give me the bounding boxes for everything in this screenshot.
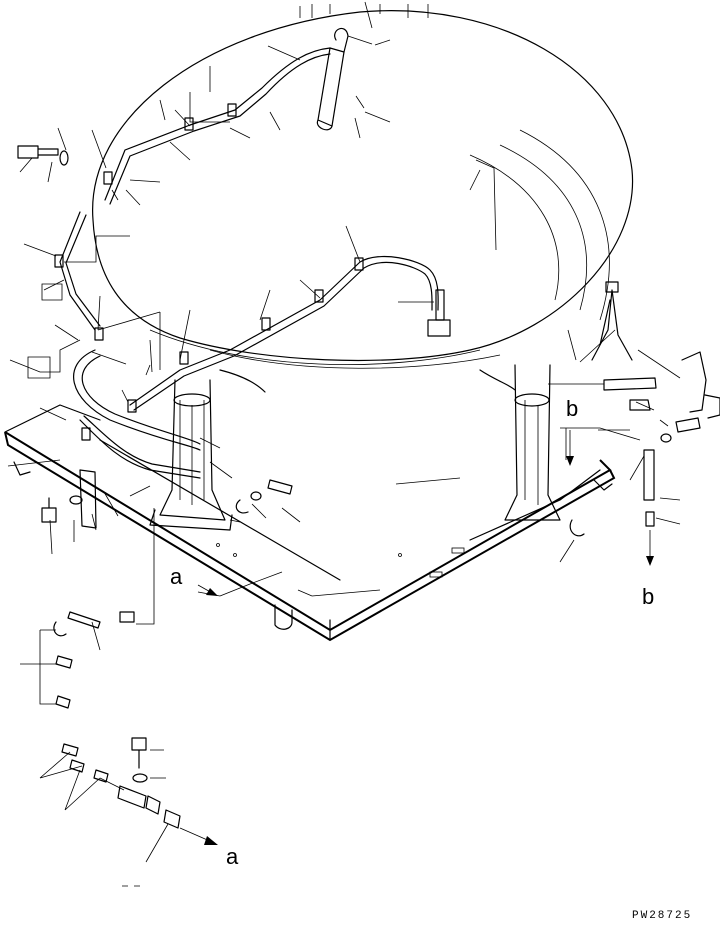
- ref-label-a-bottom: a: [226, 844, 239, 869]
- ref-label-b-top: b: [566, 396, 578, 421]
- hydraulic-cylinder: [316, 27, 373, 131]
- ref-label-b-bottom: b: [642, 584, 654, 609]
- leader-lines: [7, 1, 681, 887]
- base-frame: [4, 404, 616, 642]
- bowl: [92, 4, 634, 369]
- drawing-id: PW28725: [632, 910, 692, 922]
- exploded-parts: [17, 145, 701, 829]
- hose-routing: [54, 47, 451, 479]
- reference-arrows: [179, 430, 654, 845]
- ref-label-a-top: a: [170, 564, 183, 589]
- right-stand: [591, 281, 720, 419]
- legs: [149, 364, 561, 531]
